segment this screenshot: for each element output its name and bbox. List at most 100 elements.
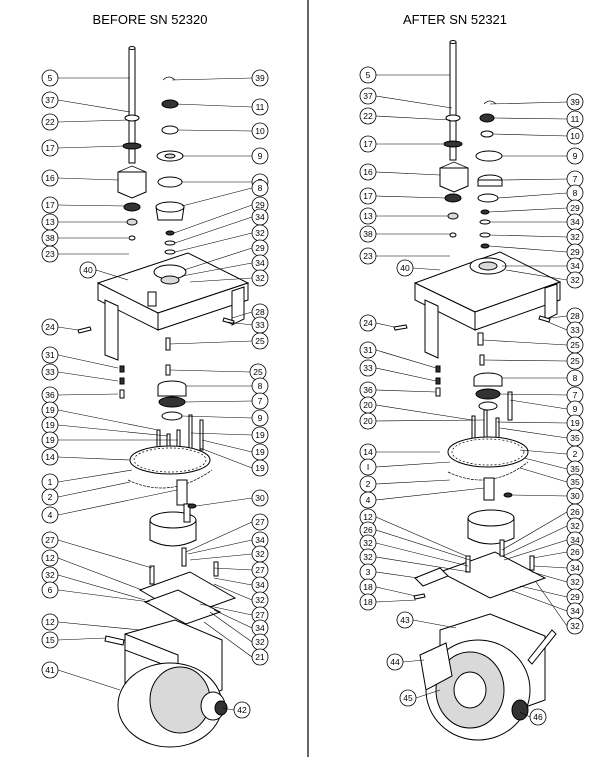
before-callout: 4 xyxy=(41,489,178,524)
leader-line xyxy=(169,340,253,345)
callout-number: 40 xyxy=(400,263,410,273)
callout-number: 30 xyxy=(255,493,265,503)
before-assembly xyxy=(77,46,250,748)
leader-line xyxy=(199,603,253,616)
after-callout: 19 xyxy=(496,414,584,432)
callout-bubble xyxy=(359,458,377,476)
before-callout: 32 xyxy=(189,269,269,287)
callout-number: 18 xyxy=(363,597,373,607)
callout-number: 35 xyxy=(570,477,580,487)
callout-number: 32 xyxy=(45,570,55,580)
callout-bubble xyxy=(566,369,584,387)
leader-line xyxy=(57,393,119,396)
before-callout: 34 xyxy=(174,208,269,244)
leader-line xyxy=(174,232,253,253)
after-callout: 43 xyxy=(396,611,457,629)
callout-number: 23 xyxy=(45,249,55,259)
before-callout: 32 xyxy=(209,611,269,651)
after-callout: 7 xyxy=(499,386,584,404)
callout-number: 9 xyxy=(573,151,578,161)
callout-number: 18 xyxy=(363,582,373,592)
callout-number: 31 xyxy=(363,345,373,355)
callout-number: I xyxy=(367,462,369,472)
leader-line xyxy=(535,581,568,627)
callout-number: 29 xyxy=(255,243,265,253)
callout-bubble xyxy=(251,409,269,427)
leader-line xyxy=(57,637,107,641)
callout-number: 8 xyxy=(258,183,263,193)
leader-line xyxy=(57,574,146,601)
leader-line xyxy=(412,267,441,271)
leader-line xyxy=(532,551,568,559)
leader-line xyxy=(375,349,437,369)
leader-line xyxy=(231,311,253,319)
after-callout: 16 xyxy=(359,163,441,181)
after-callout: 33 xyxy=(359,359,437,382)
callout-number: 12 xyxy=(45,617,55,627)
leader-line xyxy=(57,489,178,516)
before-callout: 19 xyxy=(41,431,178,449)
leader-line xyxy=(375,461,451,468)
callout-number: 32 xyxy=(255,549,265,559)
after-callout: 3 xyxy=(359,563,419,581)
before-title: BEFORE SN 52320 xyxy=(93,12,208,27)
after-callout: 11 xyxy=(493,110,584,128)
callout-number: 11 xyxy=(256,102,265,112)
leader-line xyxy=(189,553,253,561)
after-callout: 32 xyxy=(531,571,584,591)
callout-number: 5 xyxy=(48,73,53,83)
callout-number: 22 xyxy=(45,117,55,127)
after-callout: 30 xyxy=(511,487,584,505)
callout-number: 13 xyxy=(363,211,373,221)
after-callout: 5 xyxy=(359,66,450,84)
callout-number: 12 xyxy=(363,512,373,522)
callout-number: 32 xyxy=(570,232,580,242)
before-callout: 8 xyxy=(186,377,269,395)
callout-bubble xyxy=(251,392,269,410)
before-callout: 36 xyxy=(41,386,119,404)
after-callout: 26 xyxy=(359,521,471,561)
callout-number: 21 xyxy=(255,652,265,662)
callout-number: 26 xyxy=(570,547,580,557)
leader-line xyxy=(181,262,253,277)
before-callout: 38 xyxy=(41,229,128,247)
leader-line xyxy=(505,269,568,281)
after-callout: 7 xyxy=(501,170,584,188)
after-callout: 38 xyxy=(359,225,450,243)
after-callout: 23 xyxy=(359,247,450,265)
leader-line xyxy=(183,247,253,271)
before-callout: 27 xyxy=(185,513,269,553)
after-callout: 29 xyxy=(519,585,584,606)
leader-line xyxy=(57,99,131,113)
after-callout: 20 xyxy=(359,396,473,421)
after-callout: I xyxy=(359,458,451,476)
callout-bubble xyxy=(41,69,59,87)
after-callout: 31 xyxy=(359,341,437,369)
after-callout: 32 xyxy=(489,228,584,246)
callout-number: 41 xyxy=(45,665,55,675)
callout-number: 35 xyxy=(570,433,580,443)
after-callout: 28 xyxy=(549,307,584,325)
before-callout: 16 xyxy=(41,169,119,187)
leader-line xyxy=(497,192,568,199)
after-title: AFTER SN 52321 xyxy=(403,12,507,27)
after-callout: 14 xyxy=(359,443,440,461)
leader-line xyxy=(509,589,568,612)
callout-number: 20 xyxy=(363,416,373,426)
leader-line xyxy=(57,424,169,437)
callout-bubble xyxy=(251,489,269,507)
callout-bubble xyxy=(251,332,269,350)
before-callout: 12 xyxy=(41,549,143,591)
leader-line xyxy=(375,171,441,176)
leader-line xyxy=(501,178,568,181)
leader-line xyxy=(57,409,159,431)
before-callout: 29 xyxy=(173,196,269,234)
callout-bubble xyxy=(41,613,59,631)
leader-line xyxy=(57,621,141,631)
callout-number: 38 xyxy=(45,233,55,243)
after-callout: 18 xyxy=(359,578,417,597)
callout-number: 14 xyxy=(45,452,55,462)
before-callout: 10 xyxy=(177,122,269,140)
callout-bubble xyxy=(359,491,377,509)
